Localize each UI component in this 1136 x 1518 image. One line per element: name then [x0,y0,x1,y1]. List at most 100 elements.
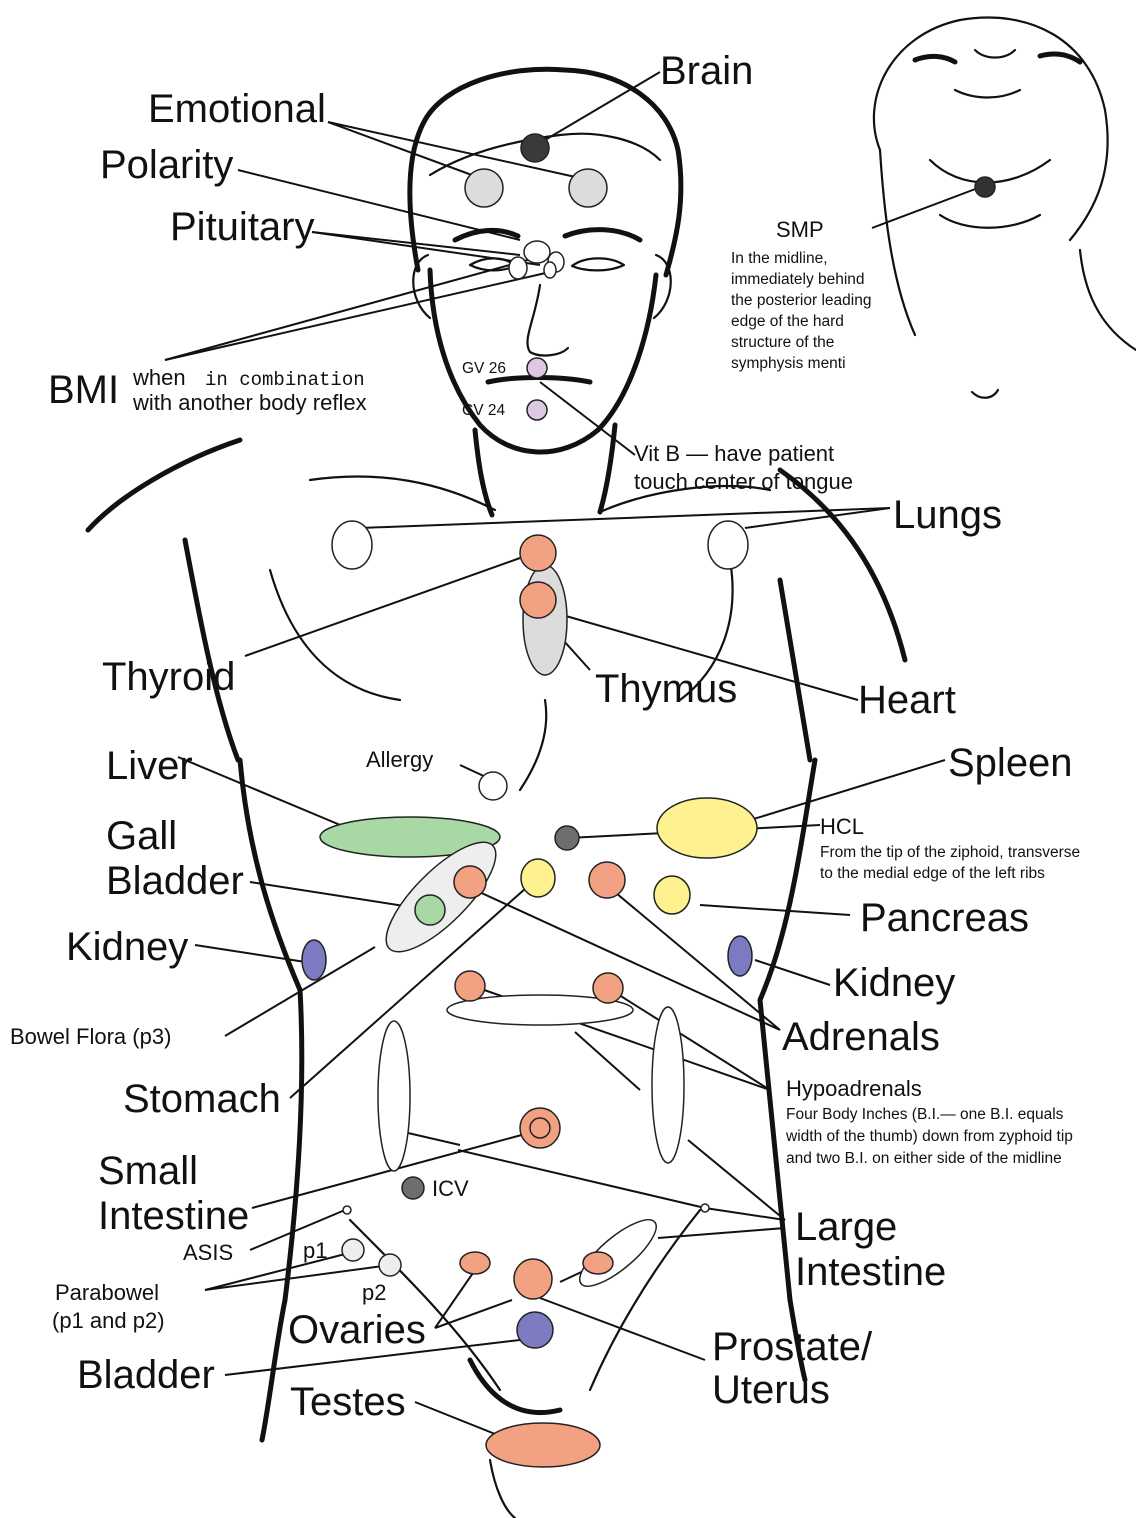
label-polarity: Polarity [100,143,233,187]
label-pancreas: Pancreas [860,896,1029,940]
label-parabowel: Parabowel [55,1280,159,1305]
large-intestine-sigmoid [571,1210,665,1296]
smp-note: In the midline, immediately behind the p… [731,250,871,372]
smp-note-line: In the midline, [731,250,828,267]
tilted-eye-right [1040,54,1080,62]
label-emotional: Emotional [148,87,326,131]
tilted-head-outline [874,18,1108,240]
label-parabowel-detail: (p1 and p2) [52,1308,165,1333]
kidney-point-right [728,936,752,976]
left-arm [185,540,238,760]
hypoadrenal-point-left [455,971,485,1001]
tilted-nose [975,50,1015,58]
gall-bladder-point [415,895,445,925]
label-hypoadrenals: Hypoadrenals [786,1076,922,1101]
stomach-point [521,859,555,897]
label-cv24: CV 24 [462,402,505,419]
hcl-note: From the tip of the ziphoid, transverse … [820,844,1080,882]
label-large: Large [795,1205,897,1249]
label-stomach: Stomach [123,1077,281,1121]
large-intestine-ascending [378,1021,410,1171]
label-smp: SMP [776,217,824,242]
label-gall-bladder: Bladder [106,859,244,903]
label-kidney-left: Kidney [66,925,188,969]
label-allergy: Allergy [366,747,433,772]
prostate-uterus-point [514,1259,552,1299]
ovary-point-right [583,1252,613,1274]
kidney-point-left [302,940,326,980]
large-intestine-descending [652,1007,684,1163]
heart-point [520,582,556,618]
label-small: Small [98,1149,198,1193]
allergy-point [479,772,507,800]
p1-point [342,1239,364,1261]
smp-point [975,177,995,197]
hcl-point [555,826,579,850]
label-bowel-flora: Bowel Flora (p3) [10,1024,171,1049]
label-pituitary: Pituitary [170,205,315,249]
thigh-line [490,1460,515,1518]
tilted-neck-right [1080,250,1136,350]
label-spleen: Spleen [948,741,1073,785]
small-intestine-inner [530,1118,550,1138]
pancreas-point [654,876,690,914]
left-clavicle [310,477,495,510]
smp-note-line: structure of the [731,334,834,351]
label-small-intestine: Intestine [98,1194,249,1238]
asis-point-right [701,1204,709,1212]
nose [527,285,568,355]
lung-point-right [708,521,748,569]
label-gall: Gall [106,814,177,858]
tilted-jaw [940,215,1040,228]
adrenal-point-left [454,866,486,898]
testes-point [486,1423,600,1467]
emotional-point-right [569,169,607,207]
label-brain: Brain [660,49,753,93]
label-ovaries: Ovaries [288,1308,426,1352]
hypoadrenal-point-right [593,973,623,1003]
sternum-line [520,700,546,790]
thymus-point [523,565,567,675]
label-p1: p1 [303,1238,327,1263]
gv26-point [527,358,547,378]
smp-note-line: edge of the hard [731,313,844,330]
lung-point-left [332,521,372,569]
asis-point-left [343,1206,351,1214]
tilted-mouth [955,90,1020,98]
left-shoulder [88,440,240,530]
label-icv: ICV [432,1176,469,1201]
smp-note-line: symphysis menti [731,355,846,372]
label-bmi-combination: in combination [205,369,365,391]
label-bmi-when: when [132,365,186,390]
tilted-eye-left [915,56,955,62]
spleen-point [657,798,757,858]
label-gv26: GV 26 [462,360,506,377]
hcl-note-line: to the medial edge of the left ribs [820,865,1045,882]
ovary-point-left [460,1252,490,1274]
bmi-point-1 [509,257,527,279]
right-eye [572,258,624,270]
cv24-point [527,400,547,420]
label-thymus: Thymus [595,667,737,711]
label-prostate: Prostate/ [712,1325,873,1369]
label-hcl: HCL [820,814,864,839]
hypo-note-line: Four Body Inches (B.I.— one B.I. equals [786,1106,1064,1123]
label-bladder: Bladder [77,1353,215,1397]
label-p2: p2 [362,1280,386,1305]
label-large-intestine: Intestine [795,1250,946,1294]
label-liver: Liver [106,744,193,788]
pituitary-point-1 [524,241,550,263]
pec-left [270,570,400,700]
label-bmi-another: with another body reflex [132,390,367,415]
adrenal-point-right [589,862,625,898]
smp-note-line: immediately behind [731,271,865,288]
label-lungs: Lungs [893,493,1002,537]
label-kidney-right: Kidney [833,961,955,1005]
hypo-note-line: width of the thumb) down from zyphoid ti… [785,1128,1073,1145]
right-arm [780,580,810,760]
label-adrenals: Adrenals [782,1015,940,1059]
label-vitb-line1: Vit B — have patient [634,441,834,466]
icv-point [402,1177,424,1199]
groin-left [350,1220,500,1390]
